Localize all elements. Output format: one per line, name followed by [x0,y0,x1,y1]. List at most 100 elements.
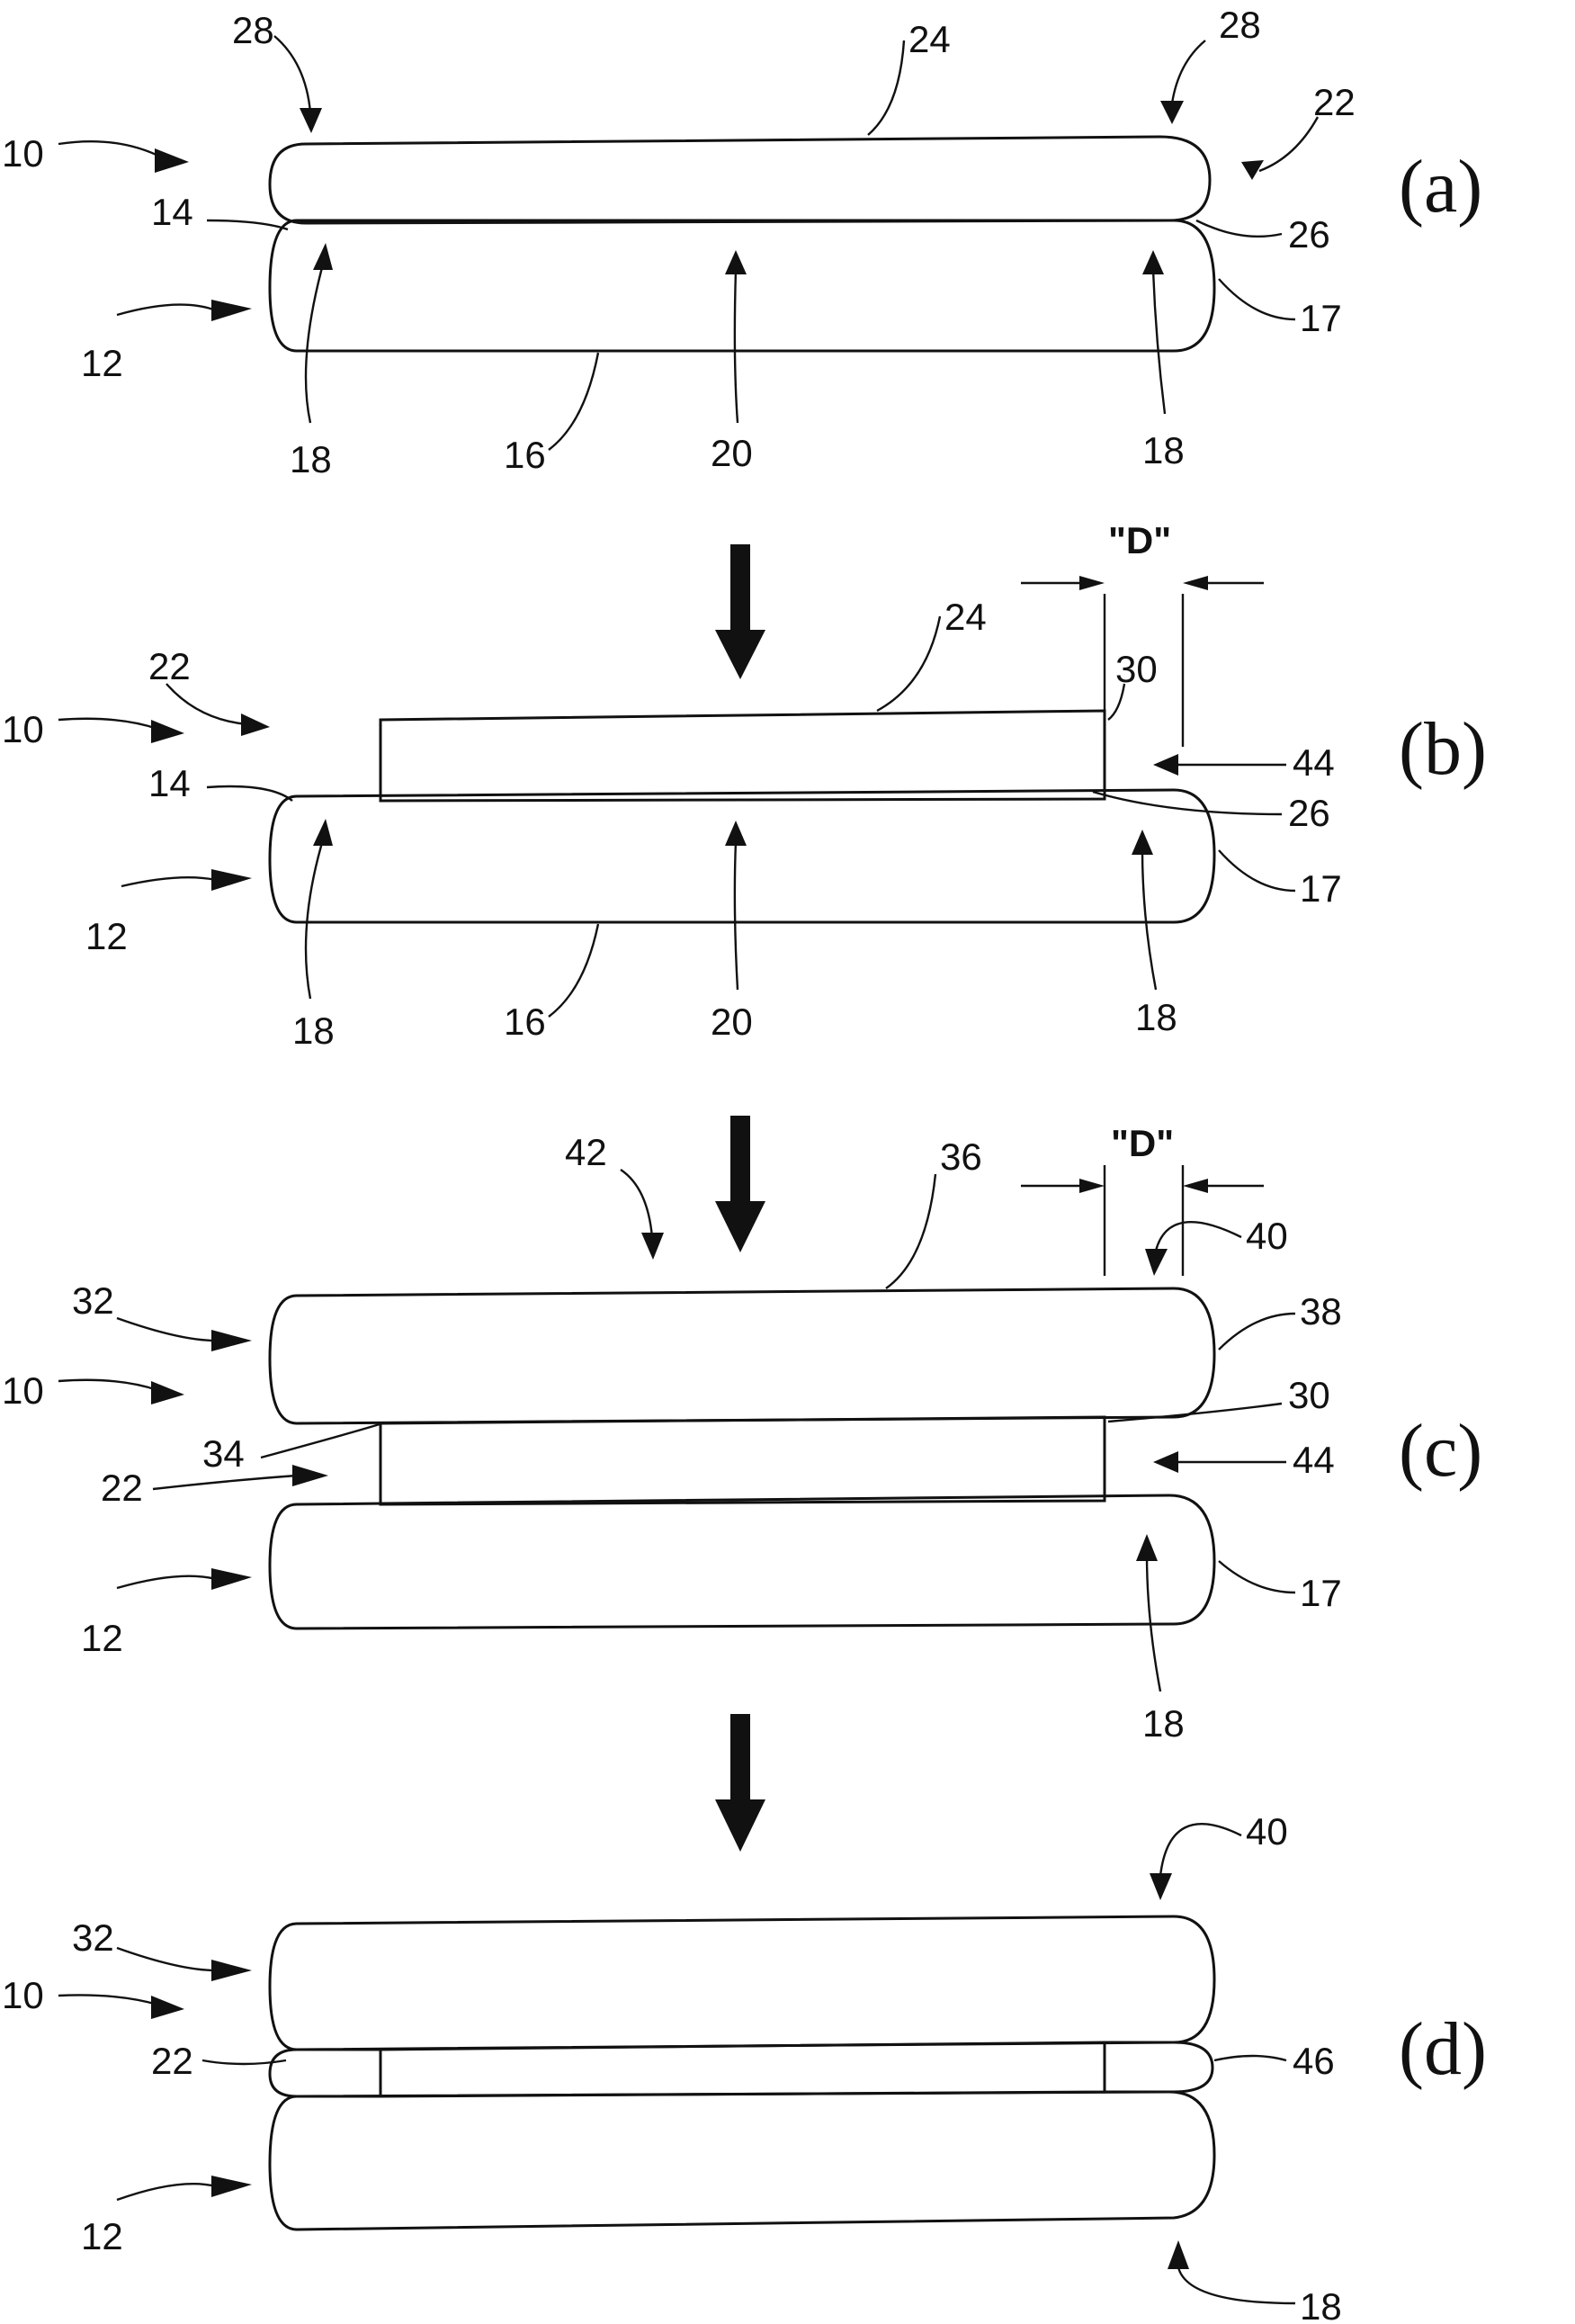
label-30-c: 30 [1288,1374,1330,1416]
process-arrow-1 [715,544,765,679]
label-30-b: 30 [1115,648,1158,690]
label-12-d: 12 [81,2215,123,2257]
leader-22-b [166,684,247,724]
arrowhead-22-b [241,713,270,736]
label-10-b: 10 [2,708,44,750]
label-34-c: 34 [202,1432,245,1475]
arrowhead-40-c [1145,1249,1168,1276]
label-26-b: 26 [1288,792,1330,834]
panel-a: 28 28 24 22 10 14 26 12 17 18 16 20 18 (… [2,4,1482,480]
label-44-c: 44 [1293,1439,1335,1481]
label-18-left-b: 18 [292,1009,335,1052]
leader-16-a [549,353,598,450]
arrowhead-40-d [1150,1873,1172,1900]
top-plate-32-c [270,1288,1214,1423]
arrowhead-22-c [292,1465,328,1486]
arrowhead-10-b [151,720,184,743]
leader-17-a [1219,279,1295,319]
dim-arrowhead-left-b [1079,576,1105,590]
leader-12-b [121,877,216,886]
leader-18-left-b [306,837,324,999]
arrowhead-18-d [1168,2240,1189,2269]
label-18-left-a: 18 [290,438,332,480]
arrowhead-18-right-b [1132,830,1153,855]
arrowhead-32-d [211,1960,252,1981]
leader-32-d [117,1948,216,1970]
arrowhead-28-right [1160,101,1184,124]
arrowhead-28-left [300,108,322,133]
label-14-a: 14 [151,191,193,233]
arrowhead-18-left-b [313,819,333,846]
panel-d: 40 32 10 22 46 12 18 (d) [2,1810,1487,2324]
substrate-12-b [270,790,1214,922]
label-46-d: 46 [1293,2040,1335,2082]
label-18-c: 18 [1142,1702,1185,1745]
leader-36-c [886,1174,935,1288]
leader-42-c [621,1170,652,1237]
label-24-a: 24 [908,18,951,60]
label-12-b: 12 [85,915,128,957]
leader-18-d [1178,2267,1295,2303]
label-22-a: 22 [1313,81,1356,123]
dim-arrowhead-right-c [1183,1179,1208,1193]
label-14-b: 14 [148,762,191,804]
leader-46-d [1214,2056,1286,2060]
label-42-c: 42 [565,1131,607,1173]
leader-30-c [1108,1404,1282,1422]
arrowhead-12-d [211,2176,252,2197]
leader-24-a [868,40,904,135]
leader-12-d [117,2184,216,2200]
arrowhead-10-d [151,1996,184,2019]
label-10-c: 10 [2,1369,44,1412]
arrowhead-10-c [151,1381,184,1404]
label-32-c: 32 [72,1279,114,1322]
label-38-c: 38 [1300,1290,1342,1332]
label-12-c: 12 [81,1617,123,1659]
panel-label-c: (c) [1399,1409,1482,1493]
middle-layer-30-c [380,1417,1105,1504]
leader-28-right [1172,40,1205,103]
label-22-c: 22 [101,1467,143,1509]
label-17-c: 17 [1300,1572,1342,1614]
label-22-d: 22 [151,2040,193,2082]
layer-24-a [270,137,1210,223]
arrowhead-12-b [211,869,252,891]
leader-12-c [117,1576,216,1588]
leader-14-a [207,220,288,229]
process-arrow-3 [715,1714,765,1852]
label-18-right-b: 18 [1135,996,1177,1038]
dim-arrowhead-left-c [1079,1179,1105,1193]
process-arrow-2 [715,1116,765,1252]
label-17-a: 17 [1300,297,1342,339]
arrowhead-12-a [211,300,252,321]
leader-14-b [207,786,292,801]
leader-10-b [58,719,157,729]
leader-10-c [58,1380,157,1390]
label-18-d: 18 [1300,2285,1342,2324]
arrowhead-20-b [725,821,747,846]
leader-38-c [1219,1314,1295,1350]
label-24-b: 24 [944,596,987,638]
middle-layer-d [380,2042,1105,2096]
arrowhead-18-right-a [1142,250,1164,274]
leader-34-c [261,1423,382,1458]
label-17-b: 17 [1300,867,1342,910]
label-20-a: 20 [711,432,753,474]
label-20-b: 20 [711,1000,753,1043]
label-10-a: 10 [2,132,44,175]
label-18-right-a: 18 [1142,429,1185,471]
label-36-c: 36 [940,1135,982,1178]
leader-16-b [549,924,598,1017]
arrowhead-18-c [1136,1534,1158,1561]
leader-10-d [58,1995,157,2005]
leader-24-b [877,616,940,711]
panel-label-a: (a) [1399,145,1482,229]
leader-20-a [735,270,738,423]
leader-12-a [117,305,216,315]
label-40-c: 40 [1246,1215,1288,1257]
leader-26-a [1196,220,1282,237]
label-32-d: 32 [72,1916,114,1959]
substrate-12-d [270,2092,1214,2230]
dim-arrowhead-right-b [1183,576,1208,590]
